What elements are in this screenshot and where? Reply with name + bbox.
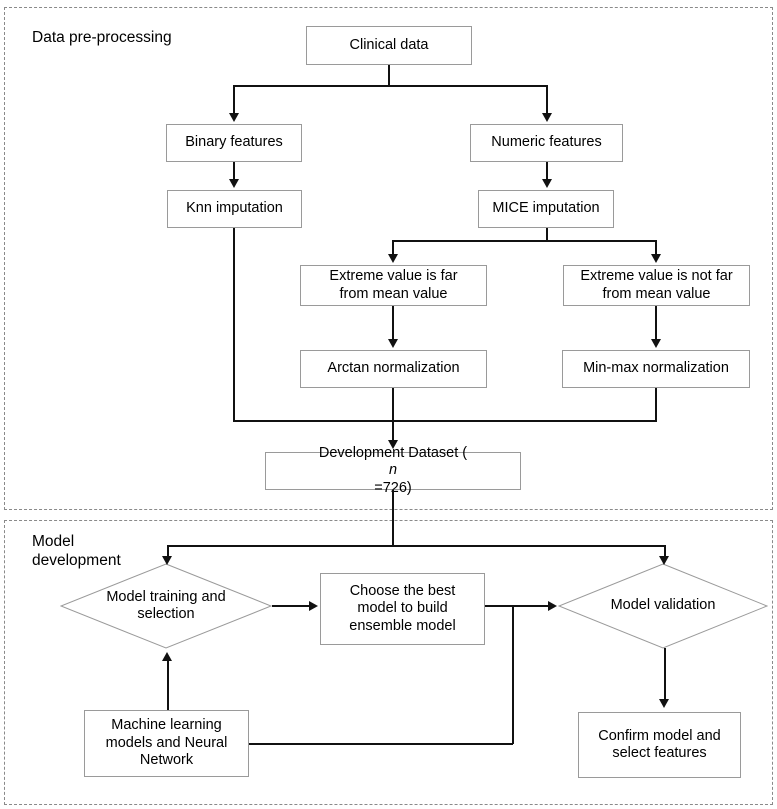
arrowhead-to-extreme-not-far — [651, 254, 661, 263]
panel-model-development — [4, 520, 773, 805]
arrowhead-to-numeric-features — [542, 113, 552, 122]
connector-knn-down-long — [233, 228, 235, 421]
node-ml-models-label: Machine learning models and Neural Netwo… — [105, 717, 228, 769]
connector-to-model-training — [167, 545, 169, 558]
diamond-shape-validation — [558, 563, 768, 649]
connector-mice-to-extreme-far — [392, 240, 394, 256]
node-mice-imputation[interactable]: MICE imputation — [478, 190, 614, 228]
node-arctan-normalization[interactable]: Arctan normalization — [300, 350, 487, 388]
node-model-validation[interactable]: Model validation — [558, 563, 768, 649]
arrowhead-to-extreme-far — [388, 254, 398, 263]
connector-numeric-to-mice — [546, 162, 548, 181]
node-development-dataset[interactable]: Development Dataset (n=726) — [265, 445, 521, 496]
node-choose-best-model-label: Choose the best model to build ensemble … — [349, 582, 456, 634]
connector-arctan-down — [392, 388, 394, 441]
node-minmax-normalization[interactable]: Min-max normalization — [562, 350, 750, 388]
development-dataset-prefix: Development Dataset ( — [318, 444, 468, 461]
node-mice-imputation-label: MICE imputation — [492, 200, 600, 217]
node-development-dataset-label: Development Dataset (n=726) — [319, 445, 467, 497]
arrowhead-to-model-validation-right — [548, 601, 557, 611]
node-extreme-value-far-label: Extreme value is far from mean value — [329, 268, 458, 302]
connector-clinical-split-bar — [233, 85, 547, 87]
arrowhead-to-mice-imputation — [542, 179, 552, 188]
node-binary-features[interactable]: Binary features — [166, 124, 302, 162]
arrowhead-to-development-dataset — [388, 440, 398, 449]
panel-title-model-development: Model development — [32, 533, 121, 569]
connector-devdataset-down — [392, 490, 394, 546]
node-arctan-normalization-label: Arctan normalization — [327, 360, 460, 377]
node-numeric-features[interactable]: Numeric features — [470, 124, 623, 162]
connector-clinical-down — [388, 65, 390, 86]
connector-clinical-to-numeric — [546, 85, 548, 114]
connector-minmax-down — [655, 388, 657, 421]
arrowhead-to-model-training-up — [162, 652, 172, 661]
node-ml-models-neural-network[interactable]: Machine learning models and Neural Netwo… — [84, 710, 249, 777]
panel-data-preprocessing — [4, 7, 773, 510]
connector-mice-split-bar — [392, 240, 655, 242]
connector-training-to-choose — [272, 605, 310, 607]
connector-mice-to-extreme-not-far — [655, 240, 657, 256]
connector-mlmodels-right — [249, 743, 513, 745]
node-confirm-model-select-features[interactable]: Confirm model and select features — [578, 712, 741, 778]
node-extreme-value-not-far[interactable]: Extreme value is not far from mean value — [563, 265, 750, 306]
connector-to-model-validation — [664, 545, 666, 558]
connector-mice-down — [546, 228, 548, 241]
node-knn-imputation[interactable]: Knn imputation — [167, 190, 302, 228]
node-numeric-features-label: Numeric features — [491, 134, 602, 151]
connector-extreme-not-far-to-minmax — [655, 306, 657, 341]
node-model-training-and-selection[interactable]: Model training and selection — [60, 563, 272, 649]
arrowhead-to-model-validation — [659, 556, 669, 565]
arrowhead-to-choose-best-model — [309, 601, 318, 611]
node-extreme-value-far[interactable]: Extreme value is far from mean value — [300, 265, 487, 306]
arrowhead-to-binary-features — [229, 113, 239, 122]
connector-mlmodels-to-training — [167, 660, 169, 710]
node-extreme-value-not-far-label: Extreme value is not far from mean value — [580, 268, 733, 302]
node-clinical-data[interactable]: Clinical data — [306, 26, 472, 65]
connector-merge-bar — [233, 420, 657, 422]
node-confirm-model-label: Confirm model and select features — [598, 727, 721, 761]
connector-validation-to-confirm — [664, 648, 666, 701]
connector-mlmodels-up-to-choose — [512, 605, 514, 744]
node-binary-features-label: Binary features — [185, 134, 283, 151]
arrowhead-to-arctan — [388, 339, 398, 348]
arrowhead-to-knn-imputation — [229, 179, 239, 188]
arrowhead-to-confirm-model — [659, 699, 669, 708]
connector-extreme-far-to-arctan — [392, 306, 394, 341]
development-dataset-suffix: =726) — [374, 479, 412, 496]
arrowhead-to-model-training — [162, 556, 172, 565]
connector-choose-to-validation — [485, 605, 549, 607]
connector-binary-to-knn — [233, 162, 235, 181]
node-knn-imputation-label: Knn imputation — [186, 200, 283, 217]
node-choose-best-model[interactable]: Choose the best model to build ensemble … — [320, 573, 485, 645]
node-clinical-data-label: Clinical data — [349, 36, 429, 53]
connector-devdataset-split-bar — [167, 545, 665, 547]
node-model-validation-label: Model validation — [610, 597, 716, 614]
diamond-shape-training — [60, 563, 272, 649]
panel-title-data-preprocessing: Data pre-processing — [32, 29, 172, 46]
node-model-training-label: Model training and selection — [106, 588, 226, 622]
development-dataset-italic-n: n — [388, 462, 398, 479]
connector-clinical-to-binary — [233, 85, 235, 114]
node-minmax-normalization-label: Min-max normalization — [583, 360, 729, 377]
arrowhead-to-minmax — [651, 339, 661, 348]
